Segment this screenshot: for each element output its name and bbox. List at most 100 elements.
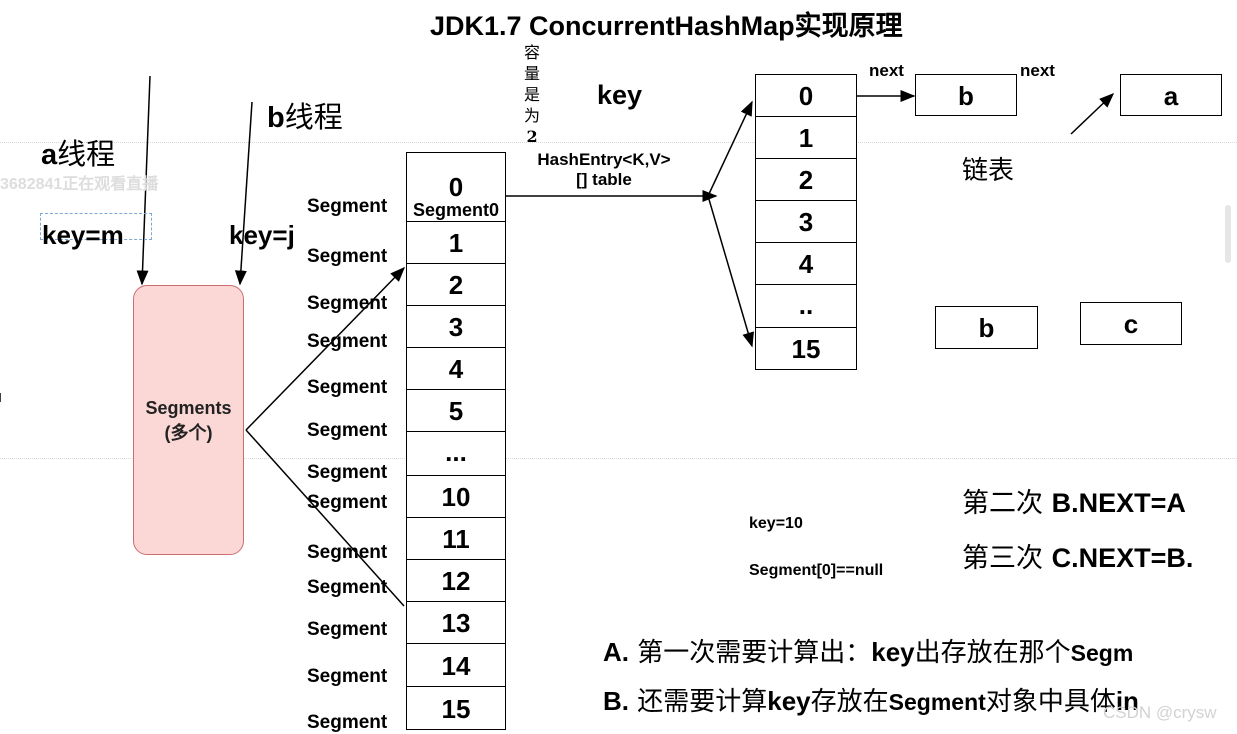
thread-a-label: a线程 bbox=[41, 131, 115, 173]
linked-list-label: 链表 bbox=[962, 156, 1015, 186]
csdn-watermark: CSDN @crysw bbox=[1103, 703, 1217, 722]
line-b-key: key bbox=[767, 686, 811, 716]
segment-cell: 13 bbox=[406, 601, 506, 644]
line-b-prefix: B. bbox=[603, 686, 629, 716]
key-j-label: key=j bbox=[229, 220, 295, 251]
line-a-text: 出存放在那个 bbox=[914, 638, 1071, 668]
capacity-char: 为 bbox=[524, 106, 541, 125]
next-label: next bbox=[869, 61, 904, 80]
segment-cell: 10 bbox=[406, 475, 506, 518]
note-line-b: B. 还需要计算key存放在Segment对象中具体in bbox=[603, 681, 1139, 718]
line-b-text: 还需要计算 bbox=[629, 687, 768, 717]
segment-cell-index: 0 bbox=[448, 172, 464, 202]
table-cell: 2 bbox=[755, 158, 857, 201]
segment-label: Segment bbox=[307, 196, 388, 217]
scrollbar[interactable] bbox=[1225, 205, 1231, 263]
segments-container: Segments (多个) bbox=[133, 285, 244, 555]
second-expr: B.NEXT=A bbox=[1051, 488, 1186, 518]
note-line-a: A. 第一次需要计算出：key出存放在那个Segm bbox=[603, 632, 1133, 669]
list-arrow bbox=[1070, 92, 1115, 135]
segment-label: Segment bbox=[307, 462, 388, 483]
third-expr: C.NEXT=B. bbox=[1051, 543, 1194, 573]
guide-line bbox=[0, 458, 1237, 459]
thread-a-arrow bbox=[136, 75, 151, 286]
segment-cell-sub: Segment0 bbox=[412, 200, 500, 220]
segment-label: Segment bbox=[307, 246, 388, 267]
segment-null-note: Segment[0]==null bbox=[749, 562, 884, 579]
thread-a-letter: a bbox=[41, 139, 58, 171]
segment-label: Segment bbox=[307, 492, 388, 513]
segment-label: Segment bbox=[307, 712, 388, 733]
line-a-key: key bbox=[871, 637, 915, 667]
third-note: 第三次 C.NEXT=B. bbox=[962, 536, 1193, 575]
second-note: 第二次 B.NEXT=A bbox=[962, 481, 1186, 520]
segment-label: Segment bbox=[307, 293, 388, 314]
capacity-char: 量 bbox=[524, 64, 541, 83]
thread-b-text: 线程 bbox=[284, 100, 343, 134]
page-title: JDK1.7 ConcurrentHashMap实现原理 bbox=[430, 4, 903, 43]
key-label: key bbox=[597, 80, 643, 110]
segment-cell: 14 bbox=[406, 643, 506, 687]
list-node-b: b bbox=[915, 74, 1017, 116]
list-node-a: a bbox=[1120, 74, 1222, 116]
node-c-lower: c bbox=[1080, 302, 1182, 345]
line-a-prefix: A. bbox=[603, 637, 629, 667]
segments-subtitle: (多个) bbox=[164, 423, 213, 443]
capacity-char: 是 bbox=[524, 85, 541, 104]
line-b-in: in bbox=[1115, 686, 1139, 716]
segments-title: Segments bbox=[145, 398, 232, 418]
segment-cell: 15 bbox=[406, 686, 506, 730]
capacity-note: 容 量 是 为 2 bbox=[524, 42, 540, 147]
watermark-text: 3682841正在观看直播 bbox=[0, 176, 159, 193]
segment-label: Segment bbox=[307, 577, 388, 598]
key10-note: key=10 bbox=[749, 515, 803, 532]
table-cell: 3 bbox=[755, 200, 857, 243]
next-label: next bbox=[1020, 61, 1055, 80]
line-b-text: 存放在 bbox=[810, 687, 889, 717]
segment-cell: 2 bbox=[406, 263, 506, 306]
hashentry-label: HashEntry<K,V> [] table bbox=[521, 150, 687, 190]
key-m-label: key=m bbox=[42, 220, 124, 251]
segment-cell: 5 bbox=[406, 389, 506, 432]
segment-cell: 1 bbox=[406, 221, 506, 264]
thread-b-arrow bbox=[234, 101, 253, 286]
segment-label: Segment bbox=[307, 420, 388, 441]
table-cell: 1 bbox=[755, 116, 857, 159]
table-cell: 15 bbox=[755, 327, 857, 370]
key-m-text: key=m bbox=[42, 220, 124, 250]
second-prefix: 第二次 bbox=[962, 488, 1052, 519]
segments-to-array-bottom-line bbox=[245, 429, 405, 607]
node-b-lower: b bbox=[935, 306, 1038, 349]
segment-cell-0: 0 Segment0 bbox=[406, 152, 506, 222]
thread-b-label: b线程 bbox=[267, 94, 343, 136]
table-cell: 4 bbox=[755, 242, 857, 285]
selection-box[interactable] bbox=[40, 213, 152, 240]
segment-cell: 12 bbox=[406, 559, 506, 602]
thread-a-text: 线程 bbox=[57, 137, 116, 171]
segment-label: Segment bbox=[307, 666, 388, 687]
thread-b-letter: b bbox=[267, 102, 285, 134]
segment-label: Segment bbox=[307, 542, 388, 563]
table-cell: .. bbox=[755, 284, 857, 328]
hashentry-line1: HashEntry<K,V> bbox=[537, 150, 671, 169]
line-b-segment: Segment bbox=[888, 689, 986, 715]
live-viewer-watermark: 3682841正在观看直播 bbox=[0, 170, 158, 194]
capacity-char: 2 bbox=[526, 127, 538, 146]
table-fan-bottom-arrow bbox=[707, 195, 754, 348]
third-prefix: 第三次 bbox=[962, 543, 1052, 574]
guide-line bbox=[0, 142, 1237, 143]
segment-label: Segment bbox=[307, 331, 388, 352]
segment-cell: 4 bbox=[406, 347, 506, 390]
capacity-char: 容 bbox=[524, 43, 541, 62]
line-b-text: 对象中具体 bbox=[985, 687, 1116, 717]
hashentry-line2: [] table bbox=[576, 170, 632, 189]
table-fan-top-arrow bbox=[707, 100, 753, 197]
line-a-text: 第一次需要计算出： bbox=[629, 638, 872, 668]
key-j-text: key=j bbox=[229, 220, 295, 250]
title-text: JDK1.7 ConcurrentHashMap实现原理 bbox=[430, 11, 903, 41]
segment-label: Segment bbox=[307, 377, 388, 398]
segment-cell: 3 bbox=[406, 305, 506, 348]
segment-label: Segment bbox=[307, 619, 388, 640]
segments-to-array-top-arrow bbox=[245, 266, 406, 431]
